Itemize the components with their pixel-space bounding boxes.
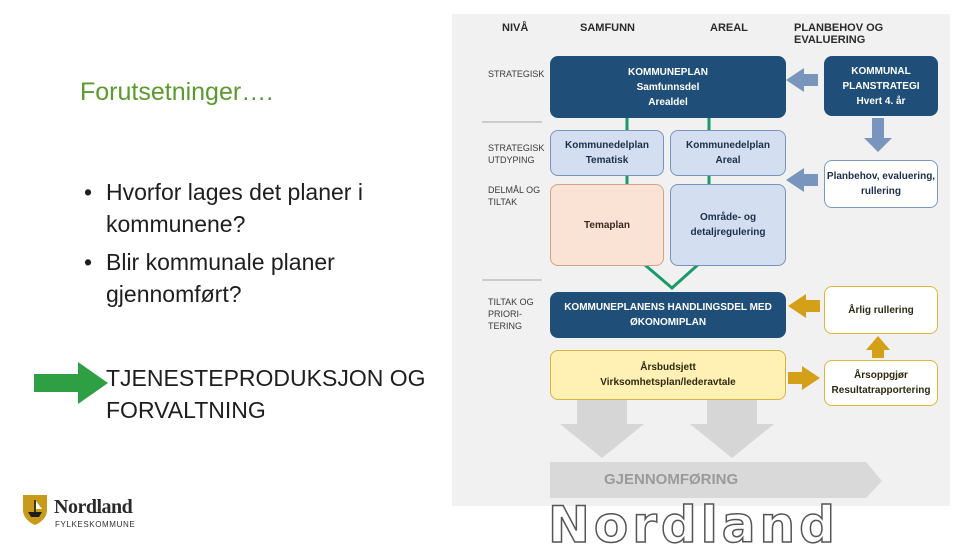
down-arrow-icon	[864, 118, 892, 152]
gjennomforing-arrow-icon	[550, 462, 882, 498]
level-prioritering: TILTAK OG PRIORI-TERING	[488, 297, 534, 331]
box-line: KOMMUNEPLAN	[628, 66, 708, 78]
planbehov-box: Planbehov, evaluering, rullering	[824, 160, 938, 208]
temaplan-box: Temaplan	[550, 184, 664, 266]
green-right-arrow-icon	[34, 362, 108, 404]
omrade-box: Område- og detaljregulering	[670, 184, 786, 266]
box-line: Årsbudsjett	[640, 362, 696, 373]
arsbudsjett-box: Årsbudsjett Virksomhetsplan/lederavtale	[550, 350, 786, 400]
bullet-item: • Blir kommunale planer gjennomført?	[84, 246, 424, 310]
box-line: Hvert 4. år	[856, 95, 906, 107]
box-line: Virksomhetsplan/lederavtale	[600, 377, 736, 388]
box-line: Årsoppgjør	[854, 370, 908, 381]
gjennomforing-label: GJENNOMFØRING	[604, 471, 739, 488]
box-line: KOMMUNAL	[851, 65, 911, 77]
nordland-watermark: Nordland	[547, 495, 839, 554]
kdp-tematisk-box: Kommunedelplan Tematisk	[550, 130, 664, 176]
grey-down-arrow-icon	[690, 399, 774, 458]
header-planbehov: PLANBEHOV OG EVALUERING	[794, 22, 884, 46]
kdp-areal-box: Kommunedelplan Areal	[670, 130, 786, 176]
box-line: detaljregulering	[690, 227, 766, 238]
left-arrow-icon	[786, 68, 818, 92]
emphasis-text: TJENESTEPRODUKSJON OG FORVALTNING	[106, 365, 426, 423]
box-line: Område- og	[699, 212, 757, 223]
bullet-list: • Hvorfor lages det planer i kommunene? …	[84, 176, 424, 316]
rullering-box: Årlig rullering	[824, 286, 938, 334]
box-line: Samfunnsdel	[636, 81, 700, 93]
box-line: Planbehov, evaluering,	[826, 171, 936, 182]
planstrategi-box: KOMMUNAL PLANSTRATEGI Hvert 4. år	[824, 56, 938, 116]
handlingsdel-box: KOMMUNEPLANENS HANDLINGSDEL MED ØKONOMIP…	[550, 292, 786, 338]
logo-subtitle: FYLKESKOMMUNE	[55, 520, 136, 529]
grey-down-arrow-icon	[560, 399, 644, 458]
slide-title: Forutsetninger….	[80, 78, 274, 106]
nordland-shield-icon	[23, 495, 47, 525]
box-line: Arealdel	[648, 96, 688, 108]
bullet-text: Hvorfor lages det planer i kommunene?	[106, 179, 363, 237]
gold-right-arrow-icon	[788, 366, 820, 390]
box-line: ØKONOMIPLAN	[629, 317, 707, 328]
kommuneplan-box: KOMMUNEPLAN Samfunnsdel Arealdel	[550, 56, 786, 118]
box-line: Kommunedelplan	[686, 140, 770, 151]
box-line: Tematisk	[585, 155, 629, 166]
gold-up-arrow-icon	[866, 336, 890, 358]
box-line: KOMMUNEPLANENS HANDLINGSDEL MED	[564, 302, 772, 313]
box-line: Resultatrapportering	[831, 385, 931, 396]
arsoppgjor-box: Årsoppgjør Resultatrapportering	[824, 360, 938, 406]
level-strategisk: STRATEGISK	[488, 69, 545, 79]
box-line: PLANSTRATEGI	[842, 80, 920, 92]
header-niva: NIVÅ	[502, 22, 529, 34]
bullet-item: • Hvorfor lages det planer i kommunene?	[84, 176, 424, 240]
logo-name: Nordland	[54, 496, 133, 518]
bullet-mark: •	[84, 249, 93, 275]
box-line: Kommunedelplan	[565, 140, 649, 151]
box-line: Areal	[715, 155, 741, 166]
box-line: Temaplan	[584, 219, 630, 231]
level-utdyping: STRATEGISK UTDYPING	[488, 143, 545, 165]
left-arrow-icon	[786, 168, 818, 192]
gold-left-arrow-icon	[788, 294, 820, 318]
level-delmal: DELMÅL OG TILTAK	[488, 185, 541, 207]
bullet-mark: •	[84, 179, 93, 205]
box-line: Årlig rullering	[848, 304, 914, 316]
box-line: rullering	[860, 186, 901, 197]
header-samfunn: SAMFUNN	[580, 22, 635, 34]
plan-system-diagram: NIVÅ SAMFUNN AREAL PLANBEHOV OG EVALUERI…	[452, 14, 950, 506]
header-areal: AREAL	[710, 22, 748, 34]
bullet-text: Blir kommunale planer gjennomført?	[106, 249, 335, 307]
